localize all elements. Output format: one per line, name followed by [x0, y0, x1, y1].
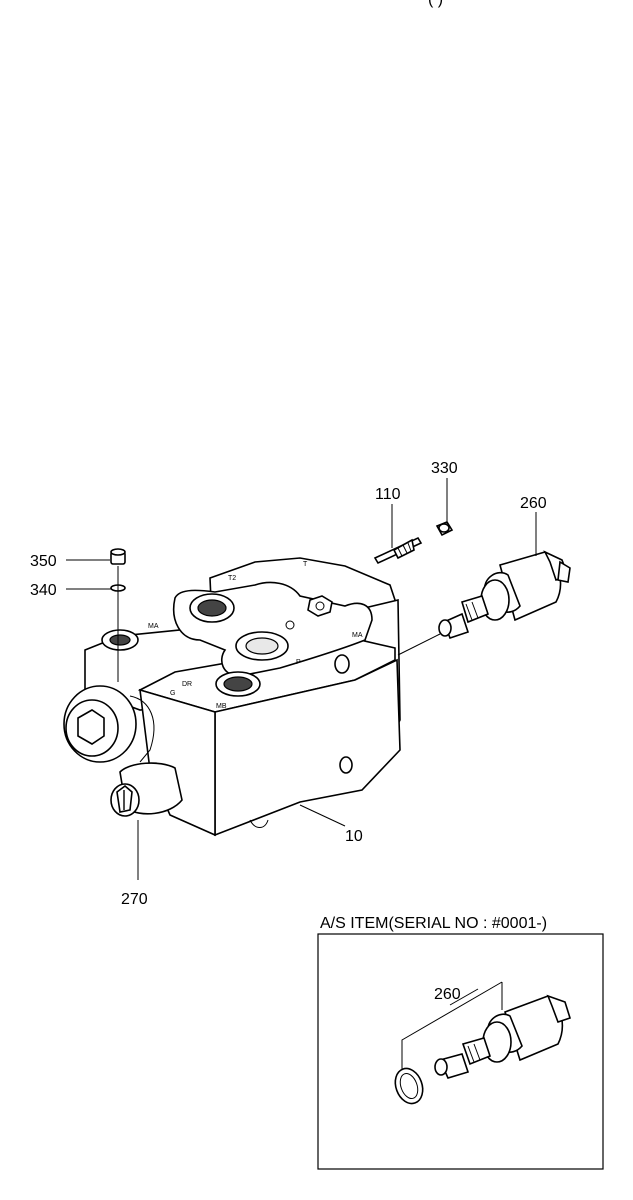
- part-350-screw: [110, 548, 126, 565]
- valve-block: T T2 MA MA MB P G DR: [63, 557, 401, 837]
- header-fragment: ( ): [428, 0, 443, 8]
- part-260-solenoid: [438, 550, 571, 640]
- part-330-plug: [435, 521, 454, 537]
- marking-t2: T2: [228, 575, 236, 582]
- inset-title: A/S ITEM(SERIAL NO : #0001-): [320, 915, 547, 932]
- callout-10: 10: [345, 828, 363, 845]
- part-110-pin: [373, 536, 423, 565]
- callout-340: 340: [30, 582, 57, 599]
- callout-330: 330: [431, 460, 458, 477]
- leader-lines: [66, 478, 537, 880]
- inset-frame: [317, 933, 604, 1170]
- marking-mb: MB: [216, 703, 227, 710]
- callout-350: 350: [30, 553, 57, 570]
- inset-solenoid: [434, 994, 571, 1079]
- callout-270: 270: [121, 891, 148, 908]
- callout-260: 260: [520, 495, 547, 512]
- marking-ma-left: MA: [148, 623, 159, 630]
- marking-t: T: [303, 561, 308, 568]
- marking-g: G: [170, 690, 175, 697]
- as-item-inset: A/S ITEM(SERIAL NO : #0001-) 260: [317, 915, 604, 1170]
- inset-callout-260: 260: [434, 986, 461, 1003]
- inset-o-ring: [394, 1067, 424, 1105]
- marking-p: P: [296, 659, 301, 666]
- marking-ma-right: MA: [352, 632, 363, 639]
- marking-dr: DR: [182, 681, 192, 688]
- callout-110: 110: [375, 486, 401, 503]
